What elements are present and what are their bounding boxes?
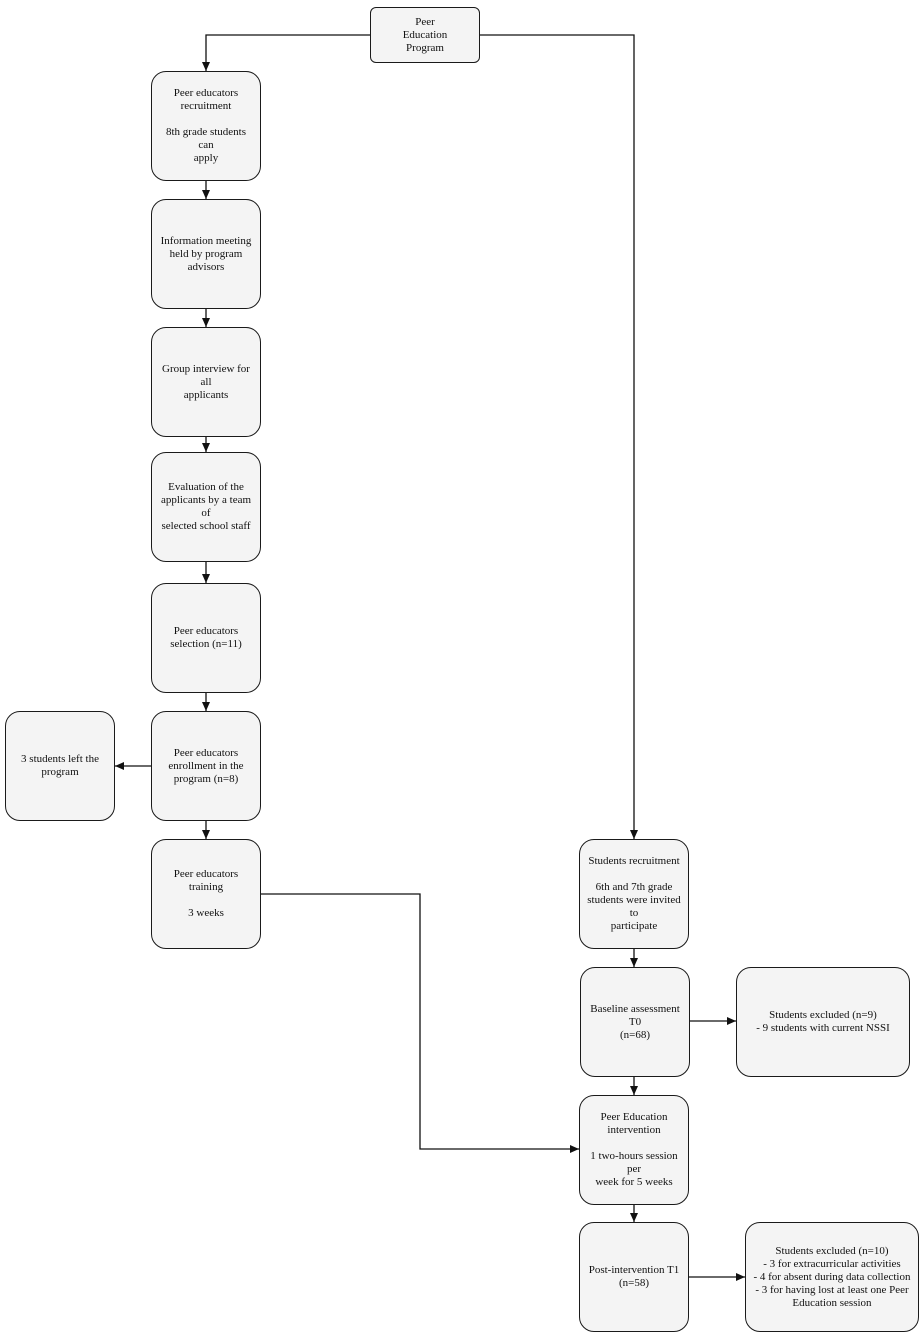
node-label: Students excluded (n=10) - 3 for extracu… <box>753 1244 911 1309</box>
node-label: Students excluded (n=9) - 9 students wit… <box>756 1009 890 1034</box>
node-peer-educators-selection: Peer educators selection (n=11) <box>151 583 261 693</box>
arrow-root-to-pe_recruit <box>202 34 370 71</box>
node-students-excluded-t0: Students excluded (n=9) - 9 students wit… <box>736 967 910 1077</box>
node-label: Peer Education Program <box>402 15 448 54</box>
node-evaluation-of-applicants: Evaluation of the applicants by a team o… <box>151 452 261 562</box>
arrow-training-to-intervention <box>261 893 579 1153</box>
node-information-meeting: Information meeting held by program advi… <box>151 199 261 309</box>
node-peer-educators-enrollment: Peer educators enrollment in the program… <box>151 711 261 821</box>
node-group-interview: Group interview for all applicants <box>151 327 261 437</box>
node-label: Peer educators training 3 weeks <box>173 868 239 919</box>
node-students-excluded-t1: Students excluded (n=10) - 3 for extracu… <box>745 1222 919 1332</box>
node-label: Information meeting held by program advi… <box>160 234 252 273</box>
node-label: 3 students left the program <box>21 753 99 778</box>
node-students-left-program: 3 students left the program <box>5 711 115 821</box>
node-label: Evaluation of the applicants by a team o… <box>160 481 252 532</box>
node-post-intervention-t1: Post-intervention T1 (n=58) <box>579 1222 689 1332</box>
node-peer-educators-recruitment: Peer educators recruitment 8th grade stu… <box>151 71 261 181</box>
node-label: Peer educators recruitment 8th grade stu… <box>165 87 247 164</box>
node-label: Peer Education intervention 1 two-hours … <box>590 1111 678 1188</box>
node-label: Students recruitment 6th and 7th grade s… <box>587 855 681 932</box>
node-label: Group interview for all applicants <box>162 362 250 401</box>
node-label: Peer educators enrollment in the program… <box>168 746 244 785</box>
node-label: Peer educators selection (n=11) <box>170 625 242 650</box>
node-peer-education-program: Peer Education Program <box>370 7 480 63</box>
node-baseline-assessment-t0: Baseline assessment T0 (n=68) <box>580 967 690 1077</box>
node-students-recruitment: Students recruitment 6th and 7th grade s… <box>579 839 689 949</box>
arrow-root-to-students_recruit <box>480 34 638 839</box>
node-peer-education-intervention: Peer Education intervention 1 two-hours … <box>579 1095 689 1205</box>
node-label: Post-intervention T1 (n=58) <box>588 1264 680 1289</box>
node-peer-educators-training: Peer educators training 3 weeks <box>151 839 261 949</box>
node-label: Baseline assessment T0 (n=68) <box>590 1002 680 1041</box>
